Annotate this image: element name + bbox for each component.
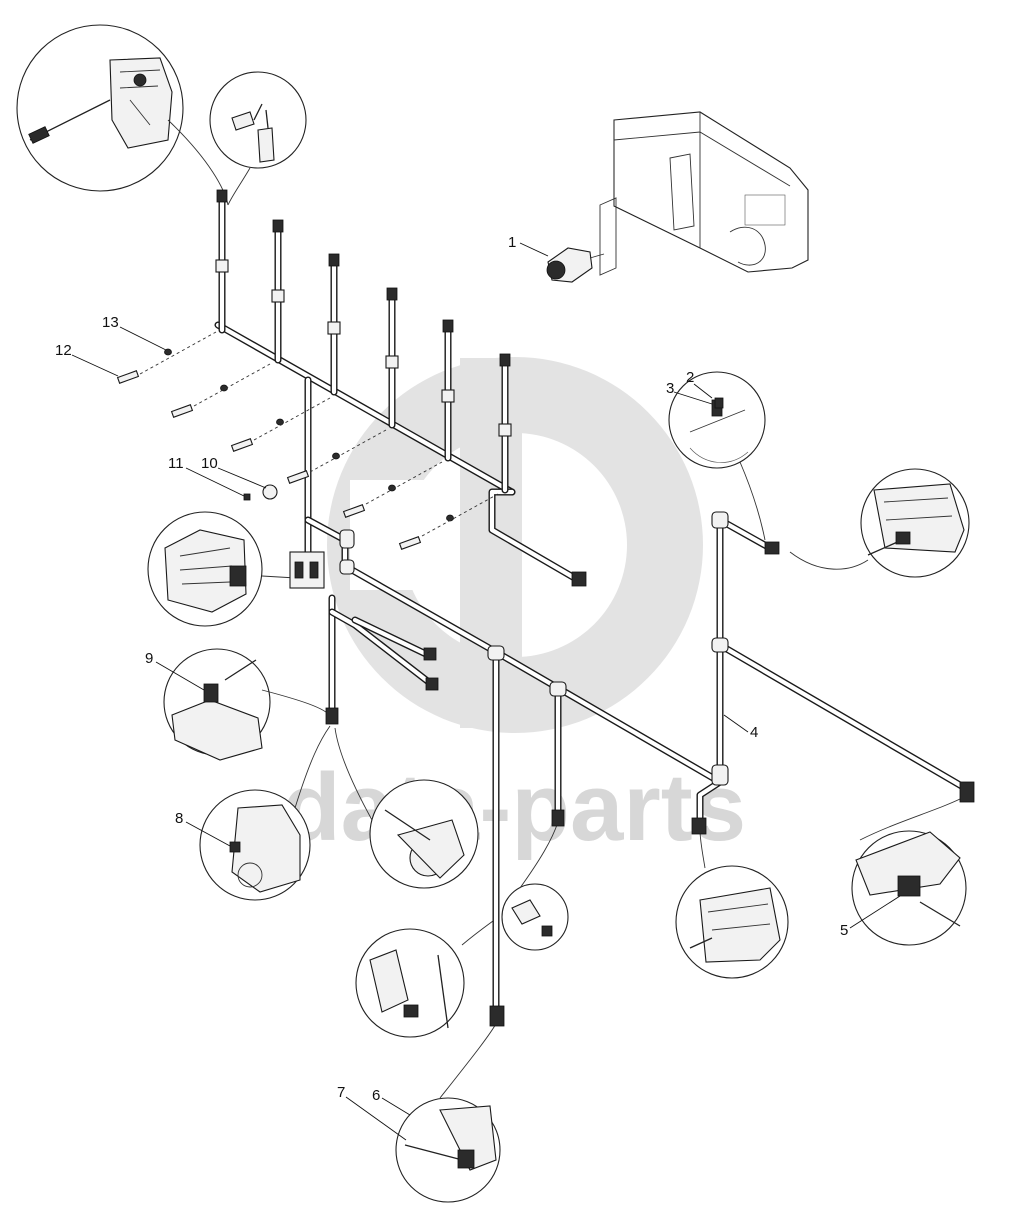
detail-circle-9 xyxy=(163,648,271,761)
detail-circle-8 xyxy=(199,789,311,901)
callout-6: 6 xyxy=(372,1087,380,1104)
part-1-assembly xyxy=(546,111,809,283)
detail-circle-right-upper xyxy=(860,468,970,578)
washer-13-icon xyxy=(164,348,172,356)
callout-11: 11 xyxy=(168,455,184,472)
bolt-12-icon xyxy=(116,370,140,384)
detail-circle-top-middle xyxy=(209,71,307,169)
callout-4: 4 xyxy=(750,724,758,741)
detail-circle-sensor xyxy=(501,883,569,951)
callout-7: 7 xyxy=(337,1084,345,1101)
detail-circle-throttle xyxy=(369,779,479,889)
callout-9: 9 xyxy=(145,650,153,667)
callout-8: 8 xyxy=(175,810,183,827)
part-2-3-icon xyxy=(714,397,724,409)
connectors xyxy=(215,189,975,1027)
callout-5: 5 xyxy=(840,922,848,939)
callout-13: 13 xyxy=(102,314,119,331)
detail-circle-pump xyxy=(675,865,789,979)
detail-circle-ecu xyxy=(147,511,263,627)
detail-circle-6-7 xyxy=(395,1097,501,1203)
detail-circle-top-left xyxy=(16,24,184,192)
fasteners xyxy=(116,331,724,550)
detail-circle-5 xyxy=(851,830,967,946)
callout-12: 12 xyxy=(55,342,72,359)
callout-1: 1 xyxy=(508,234,516,251)
detail-circle-clip xyxy=(668,371,766,469)
callout-2: 2 xyxy=(686,369,694,386)
callout-3: 3 xyxy=(666,380,674,397)
callout-10: 10 xyxy=(201,455,218,472)
part-10-icon xyxy=(262,484,278,500)
part-11-icon xyxy=(243,493,251,501)
watermark-text: data-parts xyxy=(282,754,746,861)
callouts: 1 2 3 4 5 6 7 8 9 10 11 12 13 xyxy=(55,234,901,1141)
detail-circle-bottom-left xyxy=(355,928,465,1038)
connector-1-icon xyxy=(546,247,605,283)
